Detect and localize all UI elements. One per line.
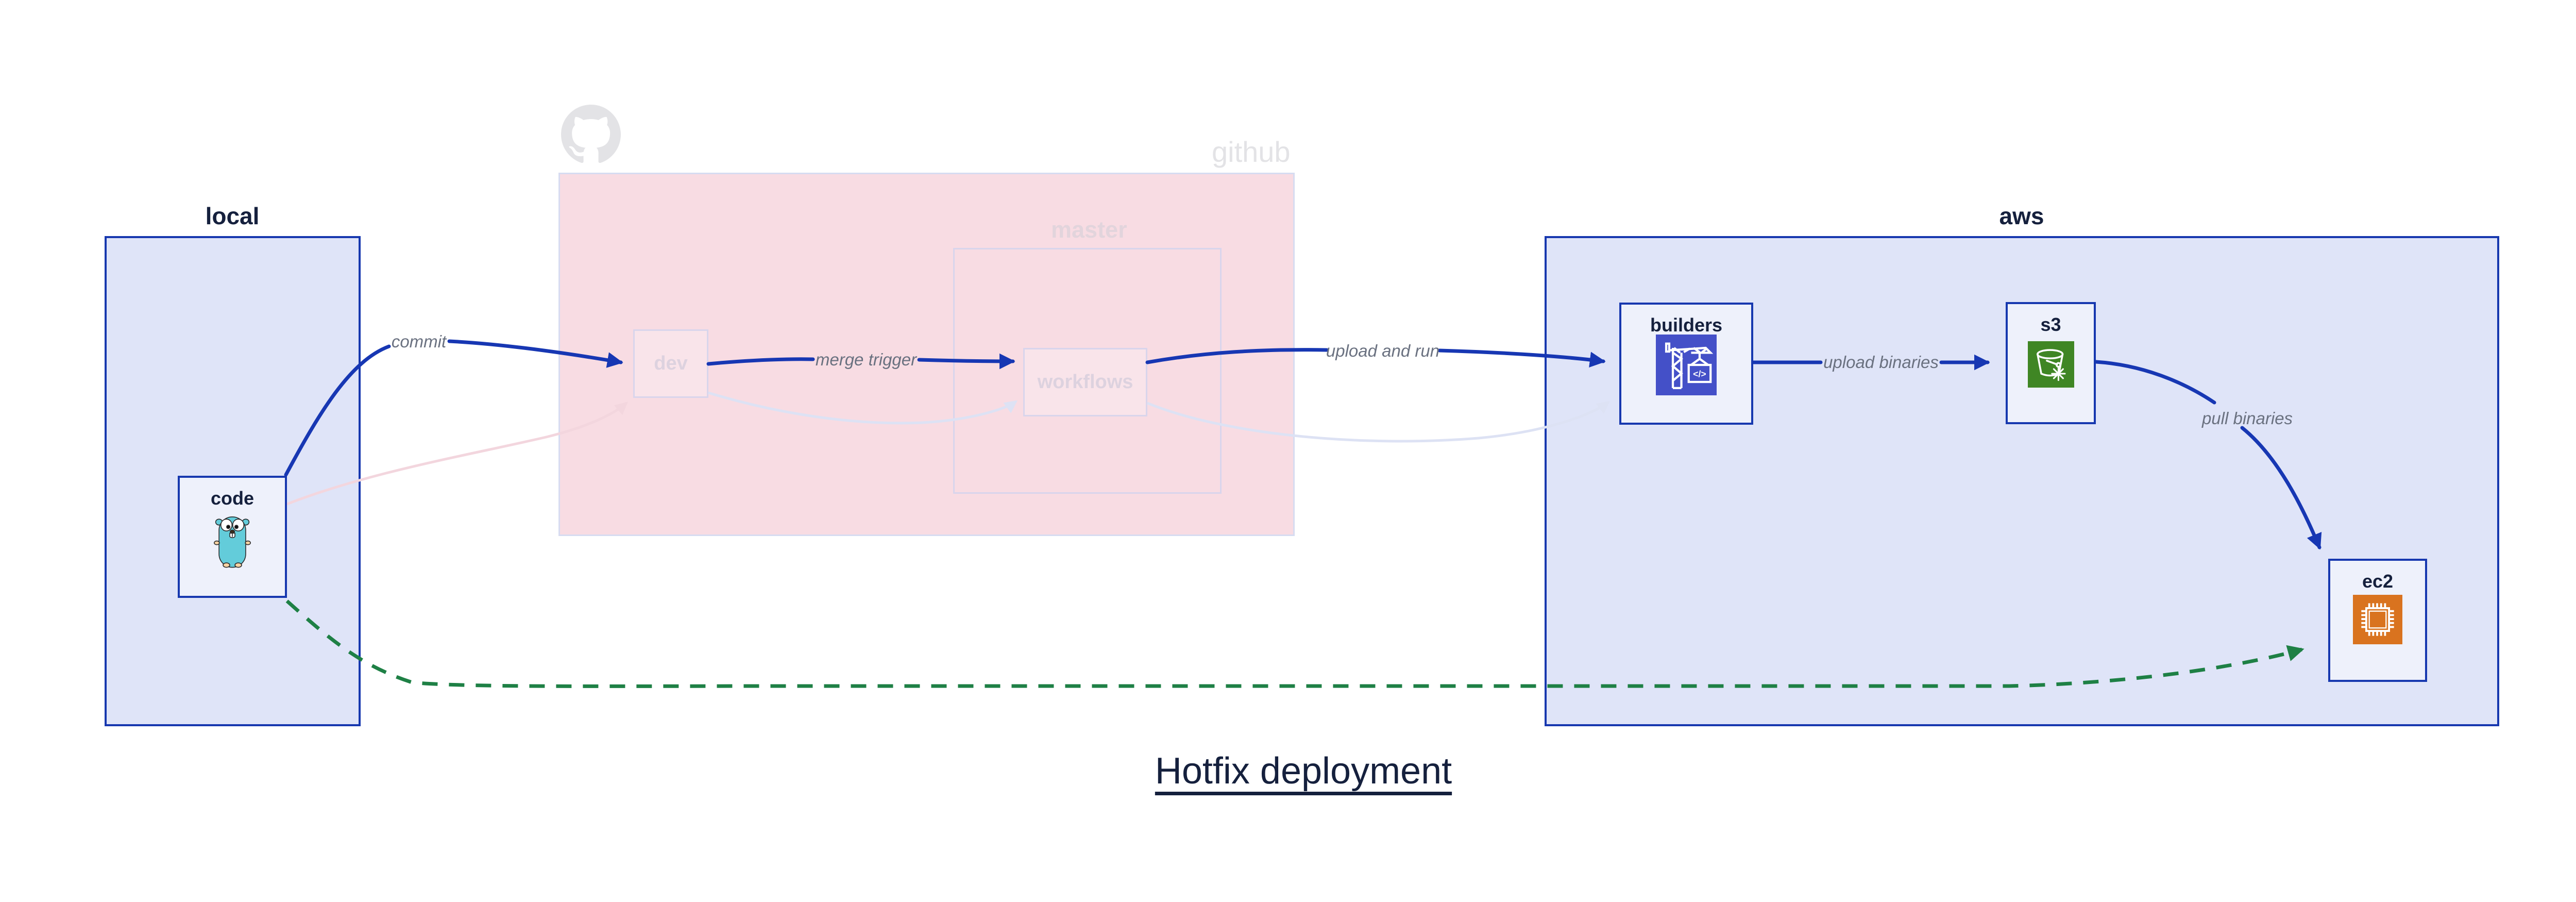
aws-codebuild-crane-icon: </>	[1656, 335, 1717, 395]
node-builders-label: builders	[1650, 314, 1723, 336]
edge-merge-trigger-label: merge trigger	[815, 350, 917, 369]
node-workflows: workflows	[1023, 348, 1147, 416]
node-s3: s3	[2006, 302, 2096, 424]
diagram-title: Hotfix deployment	[1155, 750, 1452, 792]
master-branch-label: master	[1051, 216, 1127, 243]
node-ec2: ec2	[2328, 559, 2427, 682]
svg-text:</>: </>	[1693, 369, 1706, 379]
master-branch-box	[953, 248, 1222, 494]
aws-s3-glacier-bucket-icon	[2027, 341, 2074, 388]
local-group-label: local	[205, 203, 260, 229]
node-workflows-label: workflows	[1037, 371, 1133, 393]
aws-ec2-chip-icon	[2353, 595, 2402, 644]
node-dev: dev	[633, 329, 708, 398]
github-octocat-icon	[561, 105, 621, 163]
node-code: code	[178, 476, 287, 598]
go-gopher-icon	[214, 516, 251, 568]
node-builders: builders </>	[1619, 303, 1753, 425]
edge-upload-and-run-label: upload and run	[1326, 341, 1440, 360]
node-ec2-label: ec2	[2362, 571, 2394, 592]
aws-group-label: aws	[1999, 203, 2044, 229]
edge-upload-binaries-label: upload binaries	[1823, 353, 1939, 372]
node-s3-label: s3	[2040, 314, 2061, 335]
edge-pull-binaries-label: pull binaries	[2201, 409, 2293, 428]
node-code-label: code	[210, 488, 255, 509]
edge-commit-label: commit	[391, 332, 447, 351]
github-group-label: github	[1212, 136, 1291, 168]
node-dev-label: dev	[654, 353, 688, 374]
